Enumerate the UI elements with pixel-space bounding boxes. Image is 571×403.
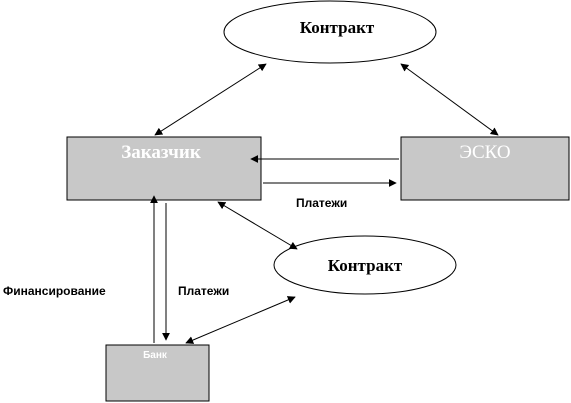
payments-label-customer-esco: Платежи [296,196,347,210]
contract-top-shape [223,0,437,64]
arrow-customer-contract-top [154,63,267,136]
node-contract-top: Контракт [223,0,437,64]
bank-label: Банк [143,350,168,361]
esco-label: ЭСКО [459,142,510,163]
arrow-customer-contract-bottom [217,201,298,250]
customer-box [66,136,262,201]
financing-label: Финансирование [3,284,106,298]
contract-top-label: Контракт [300,18,375,37]
arrow-bank-contract-bottom [185,296,296,344]
node-bank: Банк [105,344,210,402]
esco-box [400,136,570,201]
bank-box [105,344,210,402]
payments-label-customer-bank: Платежи [178,284,229,298]
node-contract-bottom: Контракт [273,235,457,295]
customer-label: Заказчик [121,142,201,163]
node-esco: ЭСКО [400,136,570,201]
contract-bottom-label: Контракт [328,256,403,275]
contract-bottom-shape [273,235,457,295]
arrow-esco-contract-top [400,63,499,136]
node-customer: Заказчик [66,136,262,201]
